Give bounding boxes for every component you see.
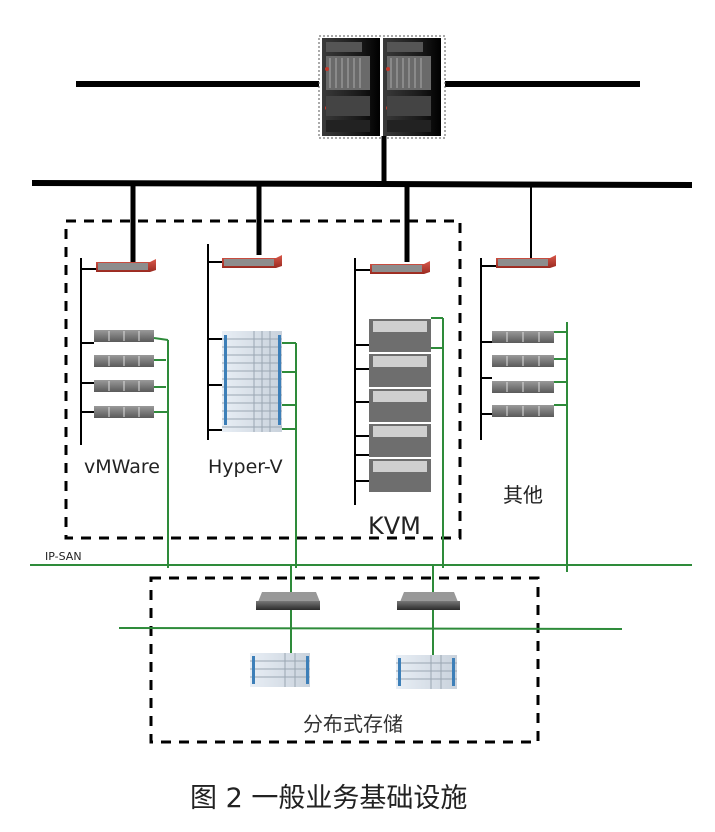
virtualization-group-box	[64, 219, 462, 540]
storage-switch-icon	[397, 592, 460, 610]
kvm-label: KVM	[368, 512, 421, 540]
storage-node-left	[250, 565, 320, 687]
ip-san-label: IP-SAN	[45, 550, 82, 563]
storage-server-icon	[250, 653, 310, 687]
core-switch-icon	[383, 38, 441, 136]
storage-server-icon	[396, 655, 457, 689]
kvm-cluster	[354, 258, 444, 568]
access-switch-icon	[370, 261, 430, 274]
other-label: 其他	[503, 483, 543, 507]
distributed-storage-label: 分布式存储	[303, 712, 403, 736]
access-switch-icon	[96, 259, 156, 272]
access-switch-icon	[496, 255, 556, 268]
hyperv-label: Hyper-V	[208, 456, 283, 478]
core-switch-icon	[322, 38, 380, 136]
vmware-label: vMWare	[84, 456, 160, 478]
blade-server-stack-icon	[222, 331, 282, 432]
hyperv-cluster	[207, 244, 297, 568]
access-switch-icon	[222, 255, 282, 268]
vmware-cluster	[80, 258, 169, 568]
distributed-storage-box	[149, 576, 540, 744]
other-cluster	[480, 255, 568, 572]
storage-node-right	[396, 565, 460, 689]
figure-caption: 图 2 一般业务基础设施	[190, 783, 468, 814]
storage-switch-icon	[256, 592, 320, 610]
core-switch-pair	[318, 35, 446, 139]
storage-network-line	[118, 627, 623, 630]
storage-server-icon	[369, 319, 431, 492]
distribution-backbone-line	[31, 180, 693, 188]
